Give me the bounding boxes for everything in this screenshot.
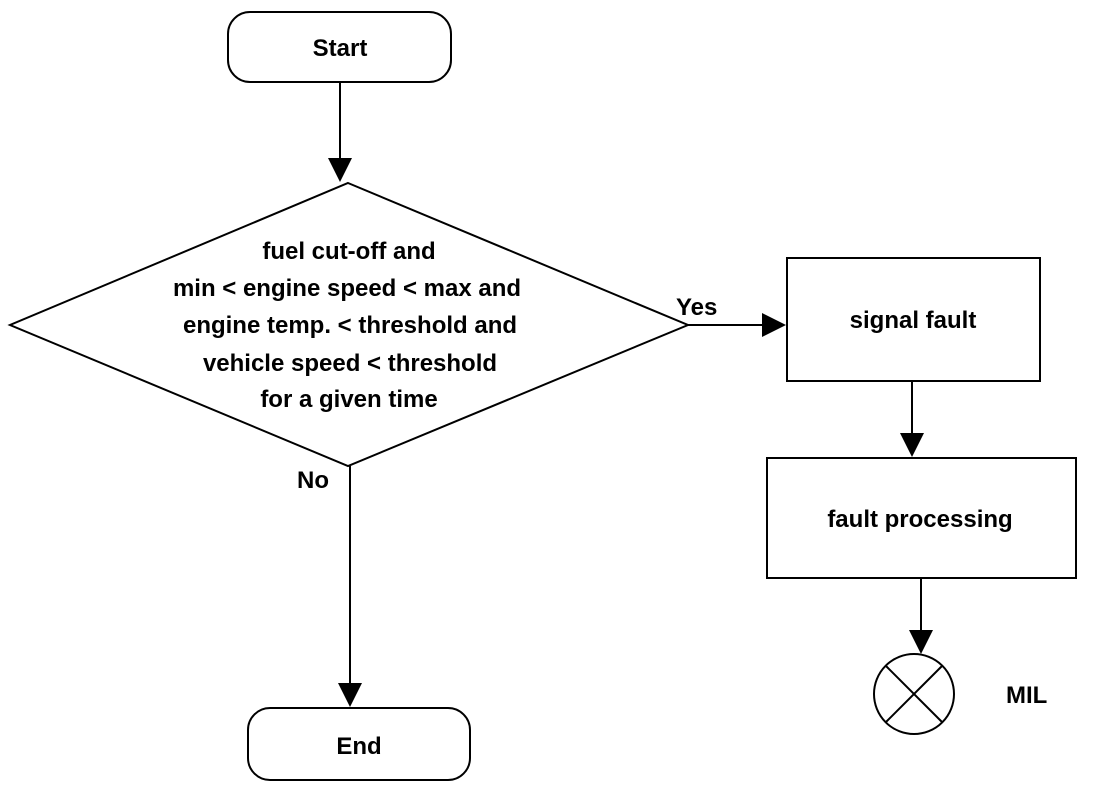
arrow-down-icon bbox=[900, 433, 924, 457]
decision-node: fuel cut-off and min < engine speed < ma… bbox=[7, 181, 691, 468]
connector-signal-to-processing bbox=[900, 381, 924, 457]
decision-line-3: engine temp. < threshold and bbox=[183, 312, 517, 339]
signal-fault-shape bbox=[786, 257, 1041, 382]
yes-label: Yes bbox=[676, 294, 717, 321]
arrow-down-icon bbox=[338, 683, 362, 707]
start-label: Start bbox=[313, 35, 368, 62]
arrow-right-icon bbox=[762, 313, 786, 337]
connector-processing-to-mil bbox=[909, 578, 933, 654]
signal-fault-node: signal fault bbox=[786, 257, 1041, 382]
decision-shape bbox=[7, 181, 691, 468]
connector-no: No bbox=[297, 466, 362, 707]
decision-line-4: vehicle speed < threshold bbox=[203, 350, 497, 377]
arrow-down-icon bbox=[909, 630, 933, 654]
connector-yes: Yes bbox=[676, 294, 786, 337]
mil-lamp: MIL bbox=[873, 653, 1047, 735]
no-label: No bbox=[297, 467, 329, 494]
decision-line-5: for a given time bbox=[260, 386, 437, 413]
arrow-down-icon bbox=[328, 158, 352, 182]
fault-processing-node: fault processing bbox=[766, 457, 1077, 579]
fault-processing-label: fault processing bbox=[827, 506, 1012, 533]
signal-fault-label: signal fault bbox=[850, 307, 977, 334]
start-node: Start bbox=[227, 11, 452, 83]
connector-start-to-decision bbox=[328, 82, 352, 182]
mil-label: MIL bbox=[1006, 682, 1047, 709]
indicator-lamp-icon bbox=[873, 653, 955, 735]
decision-line-2: min < engine speed < max and bbox=[173, 275, 521, 302]
decision-line-1: fuel cut-off and bbox=[262, 238, 435, 265]
end-label: End bbox=[336, 733, 381, 760]
end-node: End bbox=[247, 707, 471, 781]
end-shape bbox=[247, 707, 471, 781]
